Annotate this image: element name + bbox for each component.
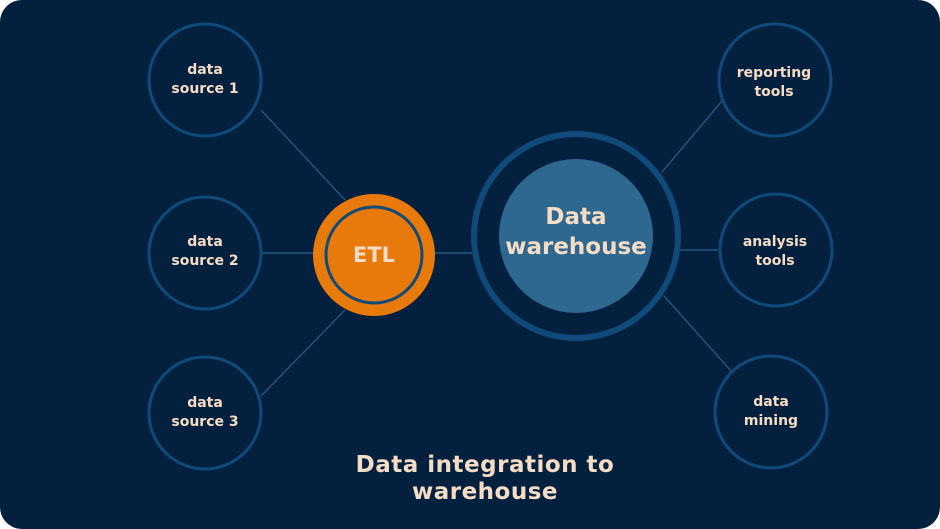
connector-source1-etl (260, 109, 346, 201)
source-node-1 (147, 22, 263, 138)
output-label-analysis: analysis tools (719, 222, 831, 282)
source-3-line2: source 3 (171, 414, 239, 430)
etl-inner-ring (324, 205, 424, 305)
source-node-3 (147, 355, 263, 471)
diagram-caption: Data integration to warehouse (270, 452, 700, 506)
warehouse-outer-ring (471, 131, 681, 341)
analysis-line2: tools (755, 253, 795, 269)
reporting-line1: reporting (736, 65, 812, 81)
etl-node (313, 194, 435, 316)
output-node-reporting (717, 22, 833, 138)
source-label-1: data source 1 (150, 50, 260, 110)
analysis-line1: analysis (742, 234, 808, 250)
source-1-line2: source 1 (171, 81, 239, 97)
caption-line2: warehouse (411, 479, 559, 505)
connector-warehouse-mining (663, 295, 733, 373)
connector-source3-etl (260, 309, 346, 397)
source-2-line1: data (187, 234, 223, 250)
output-node-analysis (718, 192, 834, 308)
output-label-reporting: reporting tools (718, 53, 830, 113)
source-2-line2: source 2 (171, 253, 239, 269)
warehouse-label: Data warehouse (496, 200, 656, 264)
output-label-mining: data mining (715, 382, 827, 442)
source-3-line1: data (187, 395, 223, 411)
warehouse-line1: Data (545, 204, 607, 230)
mining-line2: mining (743, 413, 799, 429)
etl-label: ETL (352, 243, 396, 267)
connector-warehouse-reporting (661, 100, 723, 173)
reporting-line2: tools (754, 84, 794, 100)
warehouse-node (499, 159, 653, 313)
source-label-3: data source 3 (150, 383, 260, 443)
warehouse-line2: warehouse (505, 234, 647, 260)
mining-line1: data (753, 394, 789, 410)
source-1-line1: data (187, 62, 223, 78)
caption-line1: Data integration to (355, 452, 615, 478)
source-node-2 (147, 195, 263, 311)
output-node-mining (713, 354, 829, 470)
source-label-2: data source 2 (150, 222, 260, 282)
